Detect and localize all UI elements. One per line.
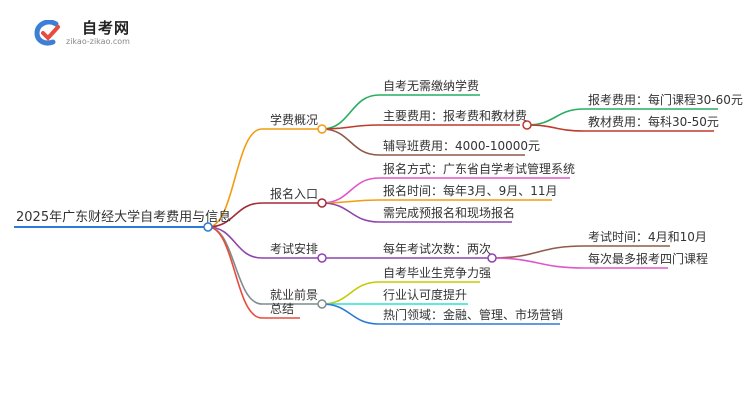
root-branch-connector-4 xyxy=(207,226,263,319)
child-connector-1-0 xyxy=(321,177,380,204)
branch-node-3: 就业前景 xyxy=(270,288,319,302)
child-node-1-1: 报名时间：每年3月、9月、11月 xyxy=(383,184,558,198)
expand-toggle-root[interactable] xyxy=(203,222,213,232)
child-connector-1-2 xyxy=(321,202,380,223)
root-node: 2025年广东财经大学自考费用与信息 xyxy=(16,210,232,225)
root-branch-connector-3 xyxy=(207,226,263,305)
brand-name: 自考网 xyxy=(82,19,131,37)
expand-toggle-branch-2[interactable] xyxy=(317,253,327,263)
branch-node-4: 总结 xyxy=(270,302,295,316)
child-node-1-0: 报名方式：广东省自学考试管理系统 xyxy=(383,162,576,176)
grandchild-connector-0-1-0 xyxy=(526,108,585,126)
child-node-3-0: 自考毕业生竞争力强 xyxy=(383,266,492,280)
grandchild-node-2-0-1: 每次最多报考四门课程 xyxy=(588,252,709,266)
child-connector-0-2 xyxy=(321,128,380,156)
branch-node-1: 报名入口 xyxy=(270,187,319,201)
child-node-3-2: 热门领域：金融、管理、市场营销 xyxy=(383,308,564,322)
brand-url: zikao-zikao.com xyxy=(66,37,130,46)
grandchild-node-0-1-1: 教材费用：每科30-50元 xyxy=(588,115,719,129)
grandchild-connector-2-0-0 xyxy=(491,245,585,259)
child-node-0-0: 自考无需缴纳学费 xyxy=(383,79,480,93)
child-connector-0-0 xyxy=(321,94,380,130)
expand-toggle-branch-3[interactable] xyxy=(317,299,327,309)
grandchild-node-0-1-0: 报考费用：每门课程30-60元 xyxy=(588,93,743,107)
child-node-1-2: 需完成预报名和现场报名 xyxy=(383,206,516,220)
child-connector-3-0 xyxy=(321,281,380,305)
root-branch-connector-1 xyxy=(207,202,263,228)
branch-node-2: 考试安排 xyxy=(270,242,319,256)
expand-toggle-branch-0[interactable] xyxy=(317,124,327,134)
brand-logo-icon xyxy=(34,20,60,46)
grandchild-node-2-0-0: 考试时间：4月和10月 xyxy=(588,230,707,244)
expand-toggle-2-0[interactable] xyxy=(487,253,497,263)
branch-node-0: 学费概况 xyxy=(270,113,319,127)
child-node-0-1: 主要费用：报考费和教材费 xyxy=(383,109,528,123)
grandchild-connector-2-0-1 xyxy=(491,257,585,269)
child-node-2-0: 每年考试次数：两次 xyxy=(383,242,492,256)
child-node-3-1: 行业认可度提升 xyxy=(383,288,468,302)
expand-toggle-0-1[interactable] xyxy=(522,120,532,130)
root-branch-connector-2 xyxy=(207,226,263,259)
root-branch-connector-0 xyxy=(207,128,263,228)
expand-toggle-branch-1[interactable] xyxy=(317,198,327,208)
grandchild-connector-0-1-1 xyxy=(526,124,585,132)
child-connector-3-2 xyxy=(321,303,380,325)
child-node-0-2: 辅导班费用：4000-10000元 xyxy=(383,139,541,153)
